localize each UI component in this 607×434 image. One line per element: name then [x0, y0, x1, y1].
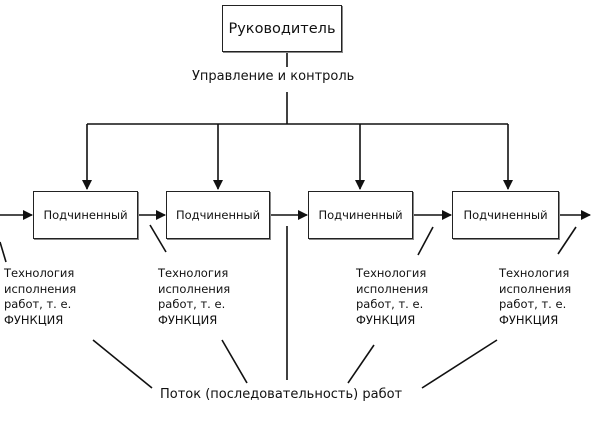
subordinate-label: Подчиненный [318, 208, 403, 222]
flow-label: Поток (последовательность) работ [160, 387, 403, 402]
tech-note-line: работ, т. е. [499, 297, 567, 311]
subordinate-box-4: Подчиненный [452, 191, 559, 239]
manager-label: Руководитель [228, 20, 336, 37]
tech-note-line: исполнения [158, 281, 231, 296]
subordinate-box-3: Подчиненный [308, 191, 413, 239]
subordinate-box-2: Подчиненный [166, 191, 270, 239]
tech-note-line: Технология [356, 266, 427, 280]
subordinate-label: Подчиненный [43, 208, 128, 222]
control-label: Управление и контроль [192, 69, 355, 84]
tech-note-line: Технология [499, 266, 570, 280]
subordinate-label: Подчиненный [175, 208, 261, 222]
tech-note-line: исполнения [499, 281, 572, 296]
tech-note-line: работ, т. е. [4, 297, 72, 311]
tech-note-line: исполнения [356, 281, 429, 296]
tech-note-line: работ, т. е. [356, 297, 424, 311]
tech-note-line: Технология [4, 266, 75, 280]
tech-note-line: ФУНКЦИЯ [158, 312, 218, 327]
subordinate-label: Подчиненный [463, 208, 548, 222]
tech-note-line: исполнения [4, 281, 77, 296]
tech-note-3: Технология исполнения работ, т. е. ФУНКЦ… [356, 266, 428, 328]
tech-note-line: ФУНКЦИЯ [499, 312, 559, 327]
subordinate-box-1: Подчиненный [33, 191, 138, 239]
tech-note-1: Технология исполнения работ, т. е. ФУНКЦ… [4, 266, 76, 328]
manager-box: Руководитель [222, 5, 342, 52]
tech-note-4: Технология исполнения работ, т. е. ФУНКЦ… [499, 266, 571, 328]
tech-note-line: работ, т. е. [158, 297, 226, 311]
tech-note-line: Технология [158, 266, 229, 280]
tech-note-line: ФУНКЦИЯ [4, 312, 64, 327]
tech-note-line: ФУНКЦИЯ [356, 312, 416, 327]
tech-note-2: Технология исполнения работ, т. е. ФУНКЦ… [158, 266, 230, 328]
